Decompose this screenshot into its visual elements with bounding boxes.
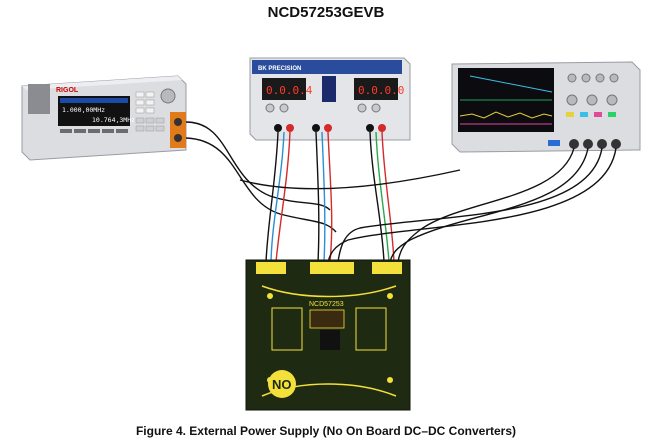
supply-terminal-red[interactable] [378, 124, 386, 132]
supply-display-left-value: 0.0.0.4 [266, 84, 313, 97]
supply-terminal-black[interactable] [312, 124, 320, 132]
supply-knob[interactable] [357, 103, 367, 113]
scope-usb-port [548, 140, 560, 146]
generator-output-panel [170, 112, 186, 148]
transformer [309, 309, 345, 329]
scope-input-ch2[interactable] [583, 139, 593, 149]
generator-softkeys[interactable] [60, 129, 128, 133]
power-supply: BK PRECISION 0.0.0.4 0.0.0.0 [249, 57, 411, 141]
supply-center-panel [322, 76, 336, 102]
supply-knob[interactable] [279, 103, 289, 113]
supply-terminal-black[interactable] [366, 124, 374, 132]
scope-input-ch3[interactable] [597, 139, 607, 149]
generator-handle [28, 84, 50, 114]
scope-input-ch4[interactable] [611, 139, 621, 149]
connector-center [310, 262, 354, 274]
page-title: NCD57253GEVB [267, 4, 385, 21]
scope-input-ch1[interactable] [569, 139, 579, 149]
no-badge-text: NO [272, 377, 292, 392]
generator-keypad[interactable] [135, 91, 165, 132]
supply-terminal-red[interactable] [324, 124, 332, 132]
connector-right [372, 262, 402, 274]
generator-knob[interactable] [160, 88, 176, 104]
generator-output-ch1[interactable] [174, 118, 182, 126]
supply-knob[interactable] [265, 103, 275, 113]
supply-terminal-black[interactable] [274, 124, 282, 132]
generator-display-line1: 1.000,00MHz [62, 106, 105, 114]
figure-caption: Figure 4. External Power Supply (No On B… [135, 424, 517, 438]
oscilloscope [451, 61, 641, 153]
evaluation-board: NCD57253 NO [245, 259, 411, 411]
supply-terminal-red[interactable] [286, 124, 294, 132]
connector-left [256, 262, 286, 274]
generator-display-line2: 10.764,3MHz [92, 116, 135, 124]
generator-brand: RIGOL [56, 87, 79, 94]
supply-brand: BK PRECISION [258, 66, 301, 72]
wiring [185, 121, 617, 263]
function-generator: RIGOL 1.000,00MHz 10.764,3MHz [21, 75, 187, 161]
supply-knob[interactable] [371, 103, 381, 113]
supply-display-right-value: 0.0.0.0 [358, 84, 404, 97]
no-badge [268, 370, 296, 398]
driver-ic [320, 330, 340, 350]
supply-display-right [354, 78, 398, 100]
supply-display-left [262, 78, 306, 100]
scope-controls[interactable] [566, 73, 619, 117]
generator-output-ch2[interactable] [174, 134, 182, 142]
board-label: NCD57253 [309, 301, 344, 308]
